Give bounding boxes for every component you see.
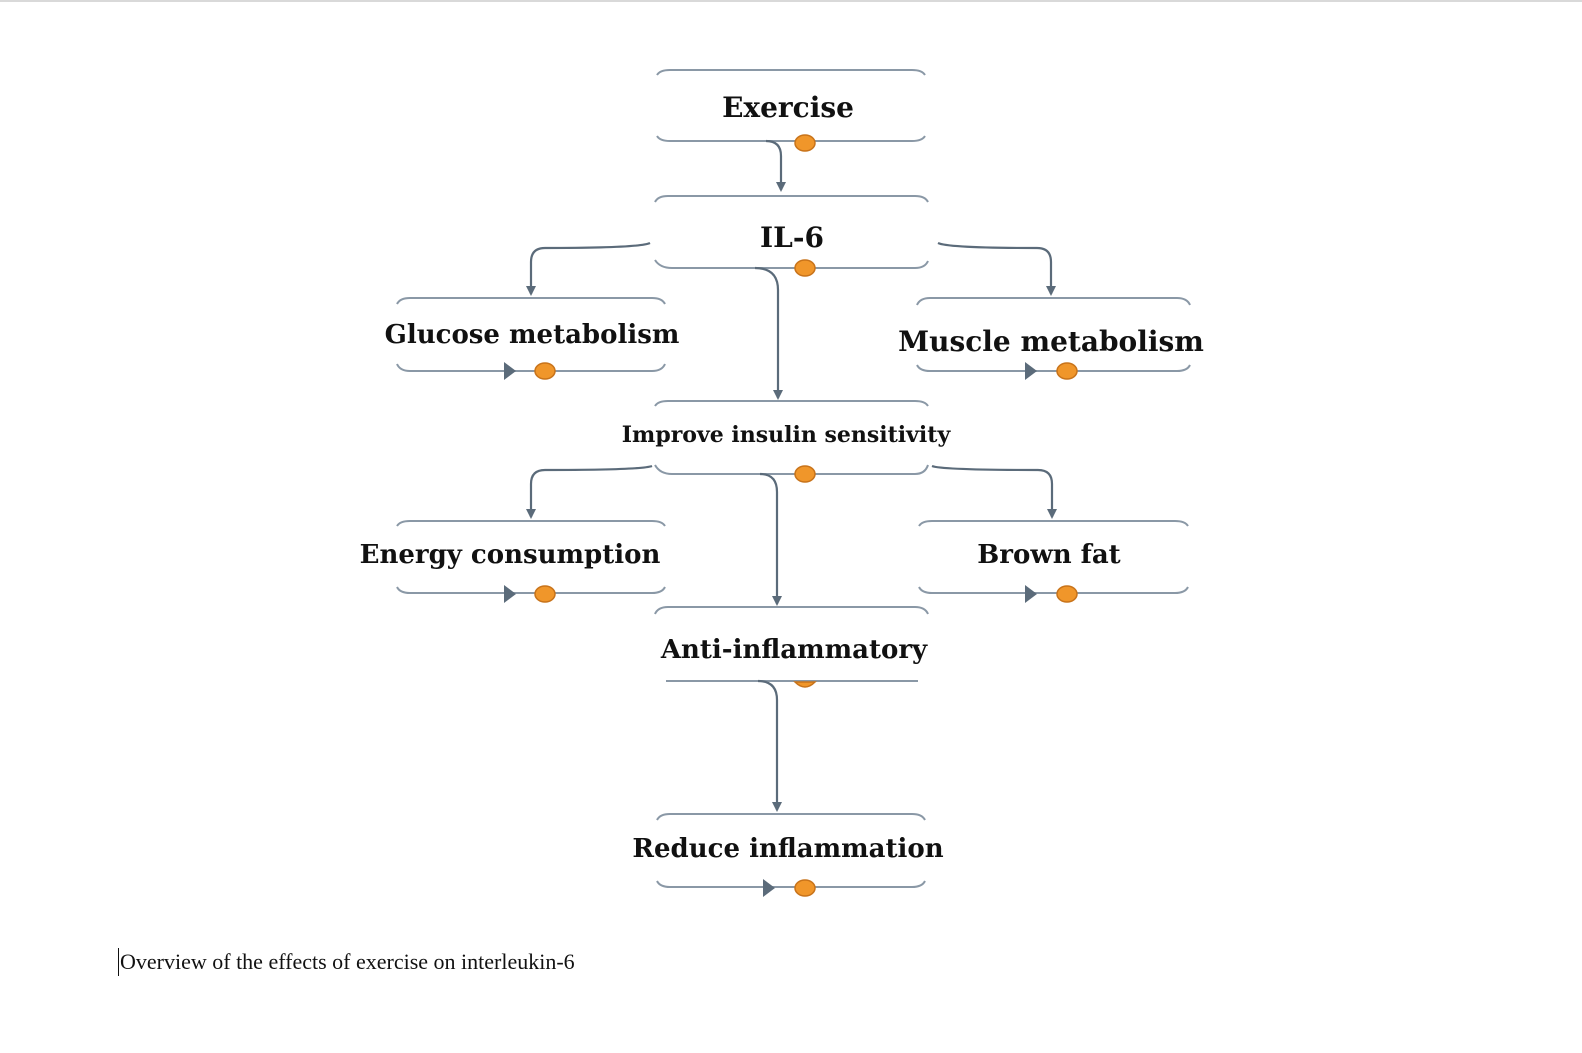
rail-arrow-brownfat [1025, 585, 1037, 603]
node-reduce-label: Reduce inflammation [632, 834, 943, 864]
node-exercise-label: Exercise [722, 91, 854, 124]
node-brownfat-label: Brown fat [977, 540, 1120, 570]
dot-reduce [794, 879, 816, 897]
node-glucose-frame [396, 297, 666, 372]
dot-antiinflam [793, 681, 817, 688]
edge-antiinflam-reduce [757, 679, 782, 812]
il6-flow-diagram: Exercise IL-6 Glucose metabolism Muscle … [360, 69, 1204, 897]
node-il6-frame [654, 195, 929, 269]
node-exercise-frame [656, 69, 926, 142]
node-energy-label: Energy consumption [360, 540, 661, 570]
edge-exercise-il6 [765, 139, 786, 192]
dot-brownfat [1056, 585, 1078, 603]
edge-insulin-energy [526, 464, 653, 519]
node-muscle-frame [916, 297, 1191, 372]
dot-insulin [794, 465, 816, 483]
node-insulin-label: Improve insulin sensitivity [622, 422, 952, 448]
dot-energy [534, 585, 556, 603]
rail-arrow-energy [504, 585, 516, 603]
node-reduce-frame [656, 813, 926, 888]
dot-il6 [794, 259, 816, 277]
rail-arrow-muscle [1025, 362, 1037, 380]
edge-insulin-brownfat [931, 464, 1057, 519]
node-antiinflam-frame [654, 606, 929, 682]
edge-il6-muscle [937, 241, 1056, 296]
node-antiinflam-label: Anti-inflammatory [660, 635, 928, 665]
edge-il6-insulin [754, 266, 783, 400]
dot-glucose [534, 362, 556, 380]
node-insulin-frame [654, 400, 929, 475]
rail-arrow-glucose [504, 362, 516, 380]
edge-insulin-antiinflam [759, 472, 782, 606]
rail-arrow-reduce [763, 879, 775, 897]
node-muscle-label: Muscle metabolism [898, 325, 1204, 358]
dot-exercise [794, 134, 816, 152]
node-glucose-label: Glucose metabolism [385, 320, 680, 350]
node-brownfat-frame [918, 520, 1189, 594]
figure-caption: Overview of the effects of exercise on i… [118, 948, 575, 976]
top-border [0, 0, 1582, 2]
node-energy-frame [396, 520, 666, 594]
node-il6-label: IL-6 [760, 221, 824, 254]
dot-muscle [1056, 362, 1078, 380]
edge-il6-glucose [526, 241, 651, 296]
